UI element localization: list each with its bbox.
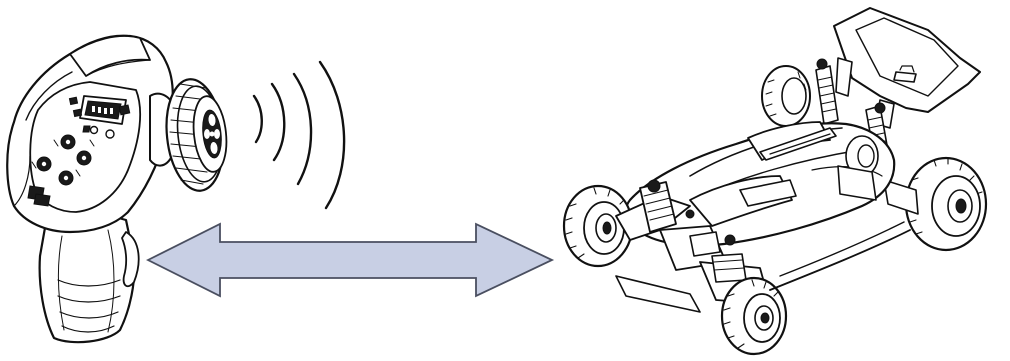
transmitter-icon [7, 36, 230, 342]
rear-wing [834, 8, 980, 128]
rc-buggy-icon [564, 8, 986, 354]
bidirectional-arrow [148, 224, 552, 296]
front-right-wheel [722, 278, 786, 354]
lcd-screen [80, 96, 126, 124]
radio-waves-icon [254, 62, 344, 208]
rear-right-wheel [884, 158, 986, 250]
steering-wheel [150, 76, 230, 193]
rear-left-wheel [762, 66, 810, 126]
